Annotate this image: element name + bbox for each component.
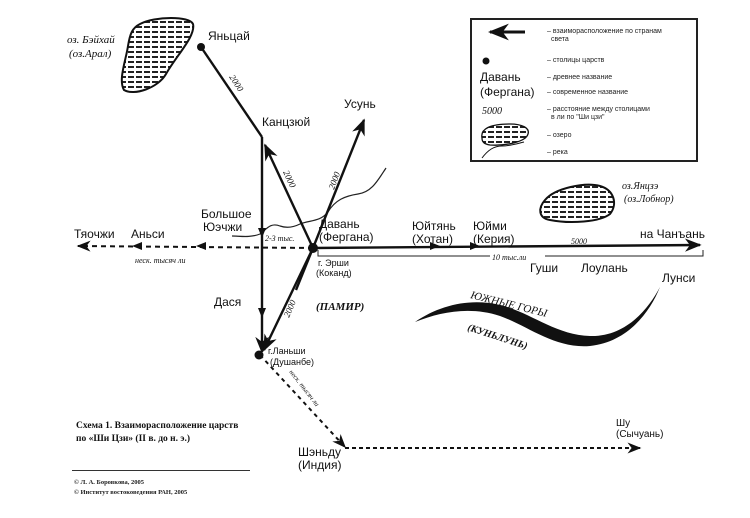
legend-arrow-text: – взаиморасположение по странам: [547, 28, 662, 35]
legend-modern-text: – современное название: [547, 89, 629, 96]
place-bolshoe-yuechzhi-1: Большое: [201, 207, 252, 221]
place-shu-modern: (Сычуань): [616, 429, 664, 440]
route-davan-kangju: [263, 143, 315, 249]
place-davan: Давань: [319, 217, 360, 231]
place-pamir: (ПАМИР): [316, 301, 365, 313]
lake-lobnor: [539, 183, 616, 223]
caption-line-2: по «Ши Цзи» (II в. до н. э.): [76, 434, 191, 444]
legend-lake-icon: [481, 123, 529, 146]
arrow-ansi: [132, 242, 142, 250]
place-ershi: г. Эрши: [318, 258, 349, 268]
place-yuityan: Юйтянь: [412, 219, 456, 233]
place-dasya: Дася: [214, 295, 242, 309]
place-bolshoe-yuechzhi-2: Юэчжи: [203, 220, 243, 234]
place-usun: Усунь: [344, 97, 376, 111]
distance-bracket: [317, 250, 704, 257]
river: [231, 167, 387, 238]
legend-river-text: – река: [547, 149, 568, 156]
legend-arrow-text2: света: [551, 36, 569, 43]
place-gushi: Гуши: [530, 261, 559, 275]
legend-distance-text: – расстояние между столицами: [547, 106, 650, 113]
capital-dot-yanchai: [197, 43, 205, 51]
route-lanshi-shendu: [259, 354, 346, 449]
credit-institute: © Институт востоковедения РАН, 2005: [74, 489, 188, 496]
distance-east-segment: 5000: [571, 237, 587, 246]
legend-ancient-sample: Давань: [480, 70, 521, 84]
lake-lobnor-label: оз.Янцзэ: [622, 181, 659, 192]
caption-divider: [72, 470, 250, 471]
lake-lobnor-modern-label: (оз.Лобнор): [624, 194, 674, 205]
legend-modern-sample: (Фергана): [480, 85, 535, 99]
arrow-yuityan: [430, 242, 440, 250]
distance-west-route: неск. тысяч ли: [135, 256, 186, 265]
capital-dot-lanshi: [254, 350, 264, 360]
credits: © Л. А. Боровкова, 2005 © Институт восто…: [74, 478, 187, 498]
place-ansi: Аньси: [131, 227, 165, 241]
place-yuimi: Юйми: [473, 219, 507, 233]
lake-aral-label: оз. Бэйхай: [67, 34, 115, 46]
route-west: [76, 240, 314, 252]
legend-river-icon: [481, 141, 525, 159]
legend-ancient-text: – древнее название: [547, 74, 613, 81]
arrow-dasya-south: [258, 308, 266, 318]
place-shendu-modern: (Индия): [298, 458, 342, 472]
distance-davan-lanshi: 2000: [282, 298, 298, 319]
place-shu: Шу: [616, 418, 631, 429]
route-davan-south: [294, 247, 315, 291]
capital-dot-davan: [308, 243, 318, 253]
route-davan-east: [312, 238, 702, 252]
place-tyaochzhi: Тяочжи: [74, 227, 115, 241]
figure-caption: Схема 1. Взаиморасположение царств по «Ш…: [76, 420, 238, 446]
arrow-yuimi: [470, 242, 480, 250]
distance-davan-yuechzhi: 2-3 тыс.: [265, 234, 295, 243]
lake-aral-modern-label: (оз.Арал): [69, 48, 112, 60]
legend-dot-icon: [482, 57, 490, 65]
route-yanchai-kangju: [200, 46, 263, 138]
caption-line-1: Схема 1. Взаиморасположение царств: [76, 421, 239, 431]
place-davan-modern: (Фергана): [319, 230, 374, 244]
place-kangju: Канцзюй: [262, 115, 311, 129]
place-ershi-modern: (Коканд): [316, 268, 352, 278]
place-lunsi: Лунси: [662, 271, 696, 285]
route-davan-usun: [311, 118, 366, 249]
place-yuityan-modern: (Хотан): [412, 232, 453, 246]
place-na-chanan: на Чанъань: [640, 227, 705, 241]
legend-distance-sample: 5000: [482, 106, 502, 117]
legend-lake-text: – озеро: [547, 132, 572, 139]
place-yuimi-modern: (Керия): [473, 232, 515, 246]
place-lanshi-modern: (Душанбе): [270, 357, 315, 367]
credit-author: © Л. А. Боровкова, 2005: [74, 479, 145, 486]
kunlun-label: (КУНЬЛУНЬ): [466, 322, 529, 352]
lake-aral: [120, 17, 195, 93]
arrow-yuechzhi: [196, 242, 206, 250]
legend-capital-text: – столицы царств: [547, 57, 605, 64]
legend: [470, 18, 698, 162]
arrow-yuechzhi-south: [258, 228, 266, 238]
legend-distance-text2: в ли по "Ши цзи": [551, 114, 605, 121]
place-lanshi: г.Ланьши: [268, 346, 306, 356]
place-yanchai: Яньцай: [208, 29, 250, 43]
distance-east-total: 10 тыс.ли: [492, 253, 527, 262]
place-loulan: Лоулань: [581, 261, 628, 275]
place-shendu: Шэньду: [298, 445, 342, 459]
